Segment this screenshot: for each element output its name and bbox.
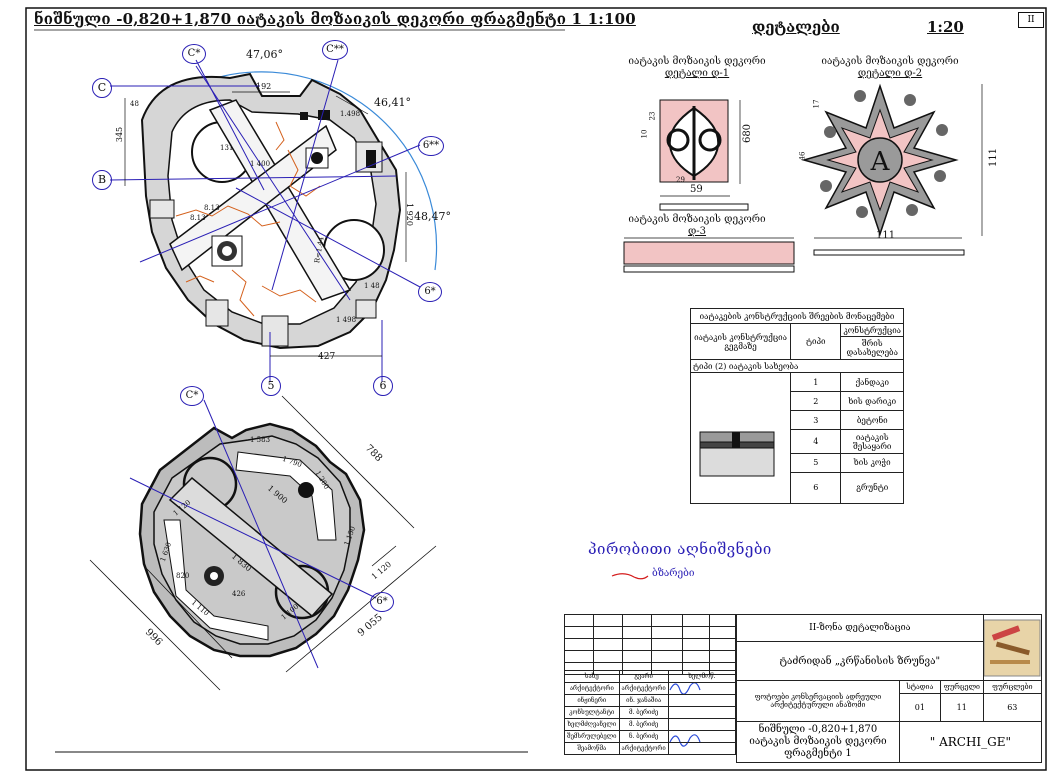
axis-label: 6* [418, 282, 442, 302]
dimension-label: 46 [798, 151, 807, 161]
dimension-label: 1 48 [364, 282, 380, 290]
dimension-label: 1 498 [336, 316, 357, 324]
table-type-row: ტიპი (2) იატაკის სახეობა [690, 359, 904, 373]
org-name: II-ზონა დეტალიზაცია [736, 614, 984, 642]
plan-bottom [89, 395, 437, 691]
plan-top [109, 59, 438, 382]
dimension-label: 10 [640, 129, 649, 139]
stage-value: 01 [898, 693, 941, 722]
dimension-label: 29 [676, 176, 685, 184]
dimension-label: 8.13 [204, 204, 220, 212]
axis-label: B [92, 170, 112, 190]
table-header: კონსტრუქცია [840, 323, 904, 337]
axis-label: 6** [418, 136, 444, 156]
company-name: " ARCHI_GE" [898, 721, 1043, 763]
table-header: ტიპი [790, 323, 842, 360]
dimension-label: 59 [690, 184, 703, 195]
col-sheets: ფურცლები [982, 679, 1043, 695]
angle-label: 47,06° [246, 48, 283, 61]
title-block-main: II-ზონა დეტალიზაცია ტაძრიდან „კრწანისის … [736, 614, 1043, 763]
detail-caption: იატაკის მოზაიკის დეკორი დ-3 [628, 214, 766, 237]
table-row: 1 ქანდაკი [689, 371, 904, 504]
table-header: იატაკის კონსტრუქცია გეგმაზე [689, 323, 792, 360]
sheets-value: 63 [982, 693, 1043, 722]
dimension-label: 1.498 [340, 110, 361, 118]
part-name: ფოტოები კონსერვაციის ადრეული არქიტექტურუ… [736, 680, 900, 722]
sheet-label: II [1018, 12, 1044, 28]
svg-text:A: A [870, 147, 891, 177]
details-title: დეტალები [752, 18, 840, 36]
axis-label: C [92, 78, 112, 98]
detail-caption: იატაკის მოზაიკის დეკორი დეტალი დ-2 [821, 56, 959, 79]
table-title: იატაკების კონსტრუქციის შრეების მონაცემებ… [690, 308, 904, 324]
sheet-frame [25, 7, 1047, 771]
dimension-label: 192 [256, 82, 272, 91]
dimension-label: 1 583 [250, 436, 271, 444]
legend-item: ბზარები [652, 568, 695, 579]
dimension-label: 48 [130, 100, 139, 108]
dimension-label: 111 [876, 230, 896, 241]
angle-label: 48,47° [414, 210, 451, 223]
sheet-title: ნიშნული -0,820+1,870 იატაკის მოზაიკის დე… [34, 10, 636, 28]
dimension-label: 23 [648, 111, 657, 121]
angle-label: 46,41° [374, 96, 411, 109]
materials-table: იატაკების კონსტრუქციის შრეების მონაცემებ… [689, 308, 904, 505]
dimension-label: 1 400 [250, 160, 271, 168]
detail-caption: იატაკის მოზაიკის დეკორი დეტალი დ-1 [628, 56, 766, 79]
axis-label: 6* [370, 592, 394, 612]
dimension-label: 131 [220, 144, 234, 152]
legend-heading: პირობითი აღნიშვნები [588, 540, 772, 558]
axis-label: C* [182, 44, 206, 64]
axis-label: C** [322, 40, 348, 60]
detail-d2: A [801, 83, 983, 256]
details-scale: 1:20 [927, 18, 964, 36]
dimension-label: 1 920 [404, 203, 414, 226]
dimension-label: 426 [232, 590, 246, 598]
axis-label: C* [180, 386, 204, 406]
dimension-label: 111 [988, 147, 1000, 168]
legend-crack-line [611, 573, 649, 580]
axis-label: 6 [373, 376, 393, 396]
sheet-value: 11 [939, 693, 984, 722]
col-stage: სტადია [898, 679, 941, 695]
table-header: შრის დასახელება [840, 336, 904, 360]
dimension-label: 17 [812, 99, 821, 109]
col-sheet: ფურცელი [939, 679, 984, 695]
project-name: ტაძრიდან „კრწანისის ზრუნვა" [736, 641, 984, 681]
dimension-label: 8.13 [190, 214, 206, 222]
detail-d3 [623, 237, 795, 273]
dimension-label: 345 [115, 126, 125, 143]
dimension-label: 680 [742, 123, 754, 144]
title-block-grid [564, 614, 736, 675]
detail-d1 [659, 99, 749, 211]
dimension-label: 820 [176, 572, 190, 580]
dimension-label: 427 [318, 352, 336, 362]
axis-label: 5 [261, 376, 281, 396]
drawing-name: ნიშნული -0,820+1,870 იატაკის მოზაიკის დე… [736, 721, 900, 763]
